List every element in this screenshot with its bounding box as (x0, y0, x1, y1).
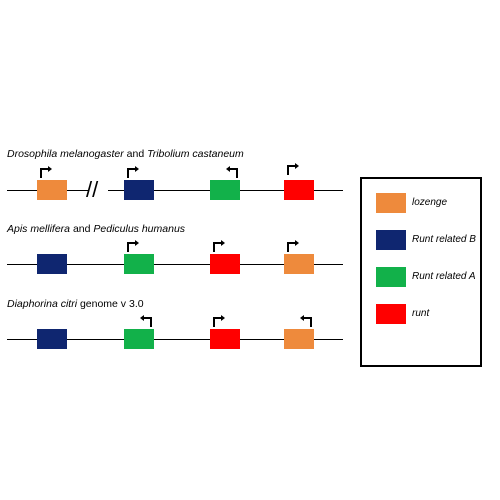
title-part: Drosophila melanogaster (7, 148, 124, 160)
tss-arrow-left-icon (300, 315, 312, 327)
gene-runt-related-a (210, 180, 240, 200)
tss-arrow-left-icon (140, 315, 152, 327)
tss-arrow-right-icon (213, 315, 225, 327)
tss-arrow-right-icon (127, 240, 139, 252)
legend-swatch-runt (376, 304, 406, 324)
legend-label-runt: runt (412, 308, 430, 319)
legend-label-runt-related-a: Runt related A (412, 271, 476, 282)
gene-lozenge (284, 254, 314, 274)
title-part: genome v 3.0 (77, 298, 144, 310)
tss-arrow-right-icon (40, 166, 52, 178)
gene-runt (284, 180, 314, 200)
gene-runt-related-a (124, 254, 154, 274)
gene-runt-related-b (37, 329, 67, 349)
gene-runt (210, 254, 240, 274)
title-part: and (70, 223, 94, 235)
chromosome-line (7, 264, 343, 265)
title-part: Apis mellifera (7, 223, 71, 235)
gene-lozenge (284, 329, 314, 349)
legend-swatch-runt-related-a (376, 267, 406, 287)
row-title-apis-pediculus: Apis mellifera and Pediculus humanus (7, 223, 185, 235)
break-mark: // (86, 177, 99, 202)
title-part: Diaphorina citri (7, 298, 78, 310)
chromosome-line (7, 339, 343, 340)
row-title-drosophila-tribolium: Drosophila melanogaster and Tribolium ca… (7, 148, 244, 160)
title-part: Pediculus humanus (93, 223, 186, 235)
legend-label-runt-related-b: Runt related B (412, 234, 476, 245)
gene-runt-related-b (37, 254, 67, 274)
tss-arrow-left-icon (226, 166, 238, 178)
gene-runt-related-b (124, 180, 154, 200)
legend-swatch-lozenge (376, 193, 406, 213)
gene-runt (210, 329, 240, 349)
legend-label-lozenge: lozenge (412, 197, 448, 208)
row-title-diaphorina: Diaphorina citri genome v 3.0 (7, 298, 144, 310)
legend: lozenge Runt related B Runt related A ru… (360, 177, 482, 367)
gene-lozenge (37, 180, 67, 200)
tss-arrow-right-icon (287, 240, 299, 252)
legend-swatch-runt-related-b (376, 230, 406, 250)
gene-runt-related-a (124, 329, 154, 349)
tss-arrow-right-icon (127, 166, 139, 178)
title-part: and (123, 148, 148, 160)
tss-arrow-right-icon (287, 163, 299, 175)
title-part: Tribolium castaneum (147, 148, 244, 160)
tss-arrow-right-icon (213, 240, 225, 252)
